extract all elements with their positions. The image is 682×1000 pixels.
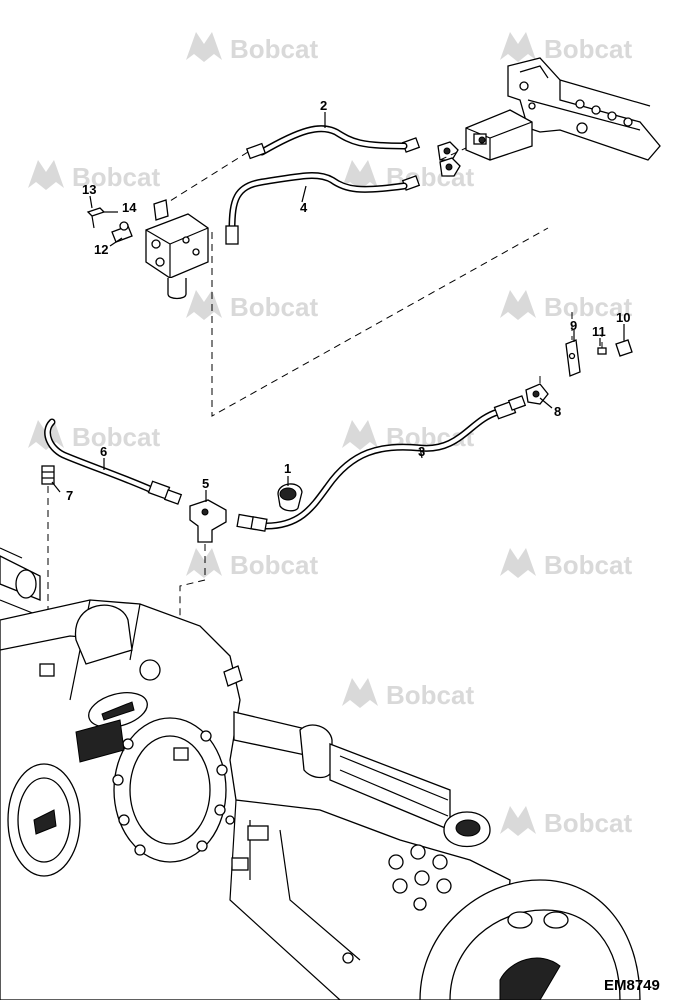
hose-2 (245, 125, 408, 160)
hose-6 (44, 418, 183, 505)
bobcat-logo-icon (500, 548, 536, 578)
watermark-bobcat-2: Bobcat (500, 32, 632, 64)
drawing-code: EM8749 (604, 977, 660, 994)
callout-1: 1 (284, 461, 291, 476)
watermark-text: Bobcat (544, 550, 632, 580)
watermark-bobcat-3: Bobcat (28, 160, 160, 192)
callout-6: 6 (100, 444, 107, 459)
watermark-text: Bobcat (72, 162, 160, 192)
watermark-text: Bobcat (386, 680, 474, 710)
bobcat-logo-icon (342, 678, 378, 708)
bobcat-logo-icon (342, 420, 378, 450)
bobcat-logo-icon (500, 806, 536, 836)
callout-5: 5 (202, 476, 209, 491)
callout-10: 10 (616, 310, 630, 325)
bobcat-logo-icon (500, 32, 536, 62)
parts-12-13-14 (86, 207, 133, 243)
watermark-bobcat-5: Bobcat (186, 290, 318, 322)
bobcat-logo-icon (186, 290, 222, 320)
hose-3 (236, 395, 527, 532)
watermark-text: Bobcat (544, 808, 632, 838)
watermark-bobcat-10: Bobcat (500, 548, 632, 580)
watermark-bobcat-1: Bobcat (186, 32, 318, 64)
parts-8-to-11 (525, 312, 633, 405)
guide-line-hose2-to-valve (161, 151, 249, 207)
frame-bracket-assembly (465, 57, 661, 161)
watermark-bobcat-7: Bobcat (28, 420, 160, 452)
valve-block (145, 199, 209, 300)
watermark-bobcat-6: Bobcat (500, 290, 632, 322)
watermark-text: Bobcat (230, 550, 318, 580)
callout-7: 7 (66, 488, 73, 503)
leader-lines (51, 112, 625, 502)
callout-12: 12 (94, 242, 108, 257)
bobcat-logo-icon (500, 290, 536, 320)
watermark-bobcat-12: Bobcat (342, 678, 474, 710)
bobcat-logo-icon (28, 160, 64, 190)
callout-2: 2 (320, 98, 327, 113)
callout-8: 8 (554, 404, 561, 419)
watermark-text: Bobcat (230, 34, 318, 64)
watermark-text: Bobcat (544, 34, 632, 64)
callout-9: 9 (570, 318, 577, 333)
routing-guide-parallelogram (211, 227, 549, 417)
watermark-bobcat-14: Bobcat (500, 806, 632, 838)
callout-labels: 1 2 3 4 5 6 7 8 9 10 11 12 13 14 (66, 98, 630, 503)
guide-line-bracket (439, 147, 467, 161)
callout-3: 3 (418, 444, 425, 459)
callout-11: 11 (592, 324, 606, 339)
watermark-text: Bobcat (230, 292, 318, 322)
watermark-text: Bobcat (544, 292, 632, 322)
callout-14: 14 (122, 200, 137, 215)
hose-4 (225, 172, 408, 245)
watermark-text: Bobcat (72, 422, 160, 452)
axle-housing-assembly (0, 547, 641, 1000)
bobcat-logo-icon (186, 548, 222, 578)
bobcat-logo-icon (342, 160, 378, 190)
part-5-tee (179, 499, 227, 750)
bobcat-logo-icon (186, 32, 222, 62)
callout-4: 4 (300, 200, 308, 215)
part-1-cap (277, 483, 303, 512)
watermark-bobcat-9: Bobcat (186, 548, 318, 580)
callout-13: 13 (82, 182, 96, 197)
